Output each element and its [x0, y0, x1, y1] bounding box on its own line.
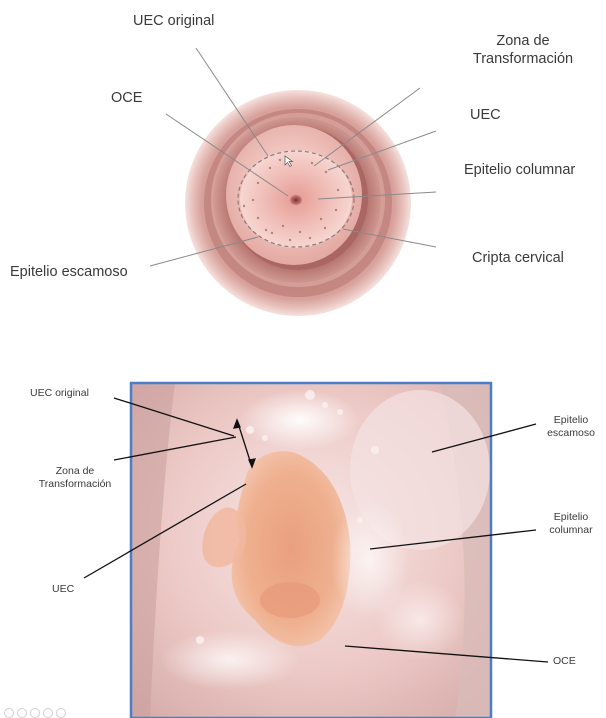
slide-dot — [56, 708, 66, 718]
cervix-illustration — [185, 90, 411, 316]
label-epitelio-columnar: Epitelio columnar — [464, 161, 575, 179]
photo-label-zona-transformacion: Zona de Transformación — [20, 465, 130, 491]
label-zona-transformacion: Zona de Transformación — [461, 32, 585, 68]
slide-nav-dots — [4, 708, 66, 718]
photo-label-uec-original: UEC original — [30, 387, 89, 400]
label-uec: UEC — [470, 106, 501, 124]
photo-label-epitelio-columnar: Epitelio columnar — [540, 511, 602, 537]
photo-label-uec: UEC — [52, 583, 74, 596]
slide-dot — [4, 708, 14, 718]
label-cripta-cervical: Cripta cervical — [472, 249, 564, 267]
slide-dot — [17, 708, 27, 718]
slide-dot — [30, 708, 40, 718]
photo-label-epitelio-escamoso: Epitelio escamoso — [540, 414, 602, 440]
photo-label-oce: OCE — [553, 655, 576, 668]
label-uec-original: UEC original — [133, 12, 214, 30]
label-epitelio-escamoso: Epitelio escamoso — [10, 263, 128, 281]
colposcopy-photo — [131, 383, 491, 718]
label-oce: OCE — [111, 89, 142, 107]
slide-dot — [43, 708, 53, 718]
